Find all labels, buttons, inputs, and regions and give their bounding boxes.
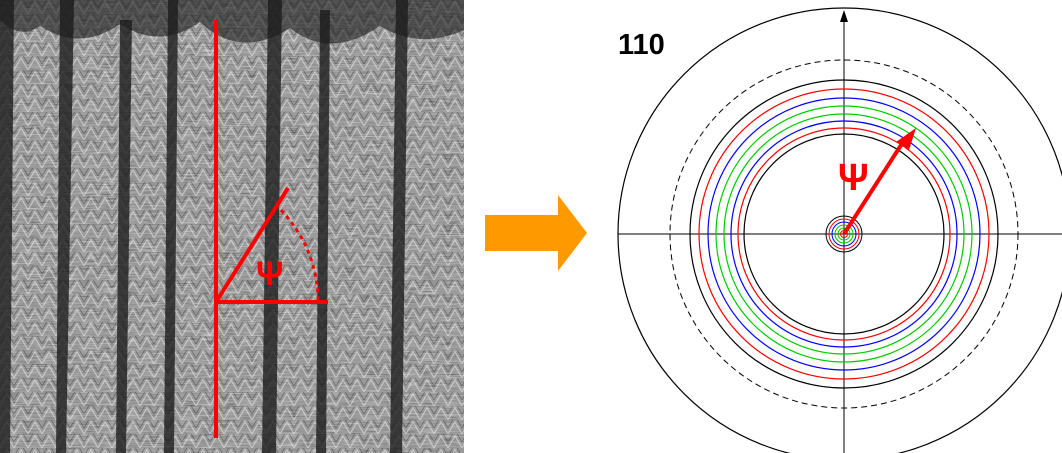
center-ring-black	[825, 215, 863, 253]
pole-figure-title: 110	[618, 29, 665, 61]
center-pole-rings	[825, 215, 863, 253]
top-surface-shadow	[0, 0, 464, 44]
blue-ring-outer	[707, 97, 981, 371]
angle-arc	[279, 208, 320, 303]
red-ring-inner	[737, 127, 951, 341]
vertical-axis-arrowhead	[840, 10, 848, 22]
orange-arrow-shape	[485, 195, 587, 271]
green-ring-outer	[715, 105, 973, 363]
intensity-rings	[698, 88, 990, 380]
red-ring-outer	[698, 88, 990, 380]
psi-arrow-shaft	[842, 140, 905, 236]
psi-symbol-label: Ψ	[838, 157, 869, 199]
micrograph-feather-pattern	[0, 0, 464, 453]
angle-symbol-label: Ψ	[256, 255, 284, 293]
center-ring-green	[834, 224, 854, 244]
psi-arrow-head	[896, 128, 916, 150]
grain-boundaries	[0, 0, 408, 453]
center-ring-green-inner	[837, 227, 851, 241]
outer-projection-circle	[617, 7, 1062, 453]
outer-black-ring	[689, 79, 999, 389]
inclined-line	[214, 186, 290, 304]
angle-annotation	[214, 20, 328, 438]
dashed-circle	[669, 59, 1019, 409]
blue-ring-inner	[730, 120, 958, 348]
psi-arrow	[842, 128, 916, 236]
center-ring-red	[828, 218, 860, 250]
green-ring-inner	[723, 113, 965, 355]
pole-figure-panel: 110 Ψ	[617, 7, 1062, 453]
inner-black-ring	[743, 133, 945, 335]
center-ring-blue	[831, 221, 857, 247]
transition-arrow	[485, 195, 587, 271]
micrograph-panel: Ψ	[0, 0, 464, 453]
